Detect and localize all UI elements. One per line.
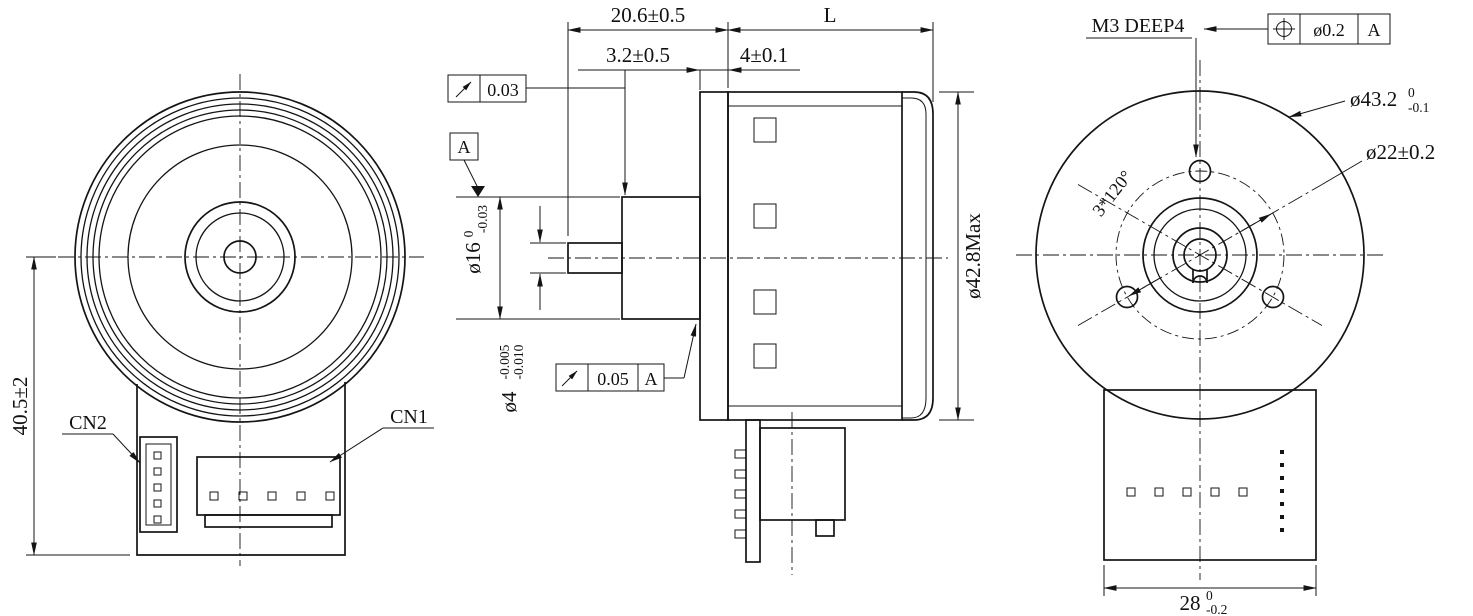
dim-boss-dia: ø16 0 -0.03 [456, 196, 620, 320]
bolt-circle [1115, 170, 1285, 340]
mounting-holes [1115, 159, 1285, 309]
cn2-callout: CN2 [62, 412, 141, 464]
dim-body-length: L [727, 3, 934, 33]
circular-runout-icon [561, 370, 578, 387]
cn2-connector [139, 436, 178, 533]
position-value: ø0.2 [1313, 20, 1345, 40]
cn1-callout: CN1 [329, 406, 434, 463]
boss-dia-label: ø16 [461, 242, 485, 274]
runout-front-value: 0.03 [487, 80, 519, 100]
rear-body-outline [1103, 389, 1317, 561]
dim-shaft-dia: ø4 -0.005 -0.010 [497, 206, 566, 413]
runout-frame-rear: 0.05 A [555, 323, 697, 392]
keyway-slot [1192, 269, 1208, 284]
circular-runout-icon [455, 81, 472, 98]
flange-thickness-label: 4±0.1 [740, 43, 788, 67]
position-tolerance-frame: ø0.2 A [1203, 13, 1391, 45]
datum-flag: A [449, 132, 485, 197]
front-body-outline [136, 382, 346, 556]
front-hub-circles [184, 201, 296, 313]
datum-label: A [458, 137, 471, 157]
rear-circles [1035, 90, 1365, 420]
width-upper-tol: 0 [1206, 588, 1213, 603]
bolt-circle-callout: ø22±0.2 [1128, 140, 1435, 297]
hole-pattern-label: 3*120° [1088, 167, 1136, 220]
true-position-icon [1273, 18, 1295, 40]
outer-dia-label: ø43.2 [1350, 87, 1397, 111]
rear-pcb-pads [1126, 450, 1284, 532]
boss-dia-lower-tol: -0.03 [475, 205, 490, 233]
dim-shaft-length: 20.6±0.5 [567, 3, 934, 236]
shaft-dia-upper-tol: -0.005 [497, 344, 512, 379]
runout-rear-value: 0.05 [597, 369, 629, 389]
boss-dia-upper-tol: 0 [461, 230, 476, 237]
boss-length-label: 3.2±0.5 [606, 43, 670, 67]
bolt-circle-label: ø22±0.2 [1366, 140, 1435, 164]
dim-boss-and-flange: 3.2±0.5 4±0.1 [578, 43, 800, 196]
dim-height: 40.5±2 [8, 256, 130, 556]
outer-dia-upper-tol: 0 [1408, 85, 1415, 100]
dim-body-width: 28 0 -0.2 [1103, 565, 1317, 616]
body-dia-label: ø42.8Max [961, 213, 985, 299]
outer-dia-callout: ø43.2 0 -0.1 [1288, 85, 1429, 118]
dim-body-dia: ø42.8Max [939, 91, 985, 421]
shaft-dia-label: ø4 [497, 391, 521, 413]
runout-frame-front: 0.03 [447, 74, 625, 103]
datum-triangle-icon [471, 186, 485, 197]
rear-view: M3 DEEP4 ø0.2 A ø43.2 0 -0.1 ø22±0.2 [1016, 13, 1435, 616]
runout-rear-datum: A [645, 369, 658, 389]
front-view: CN2 CN1 40.5±2 [8, 74, 434, 566]
thread-callout: M3 DEEP4 [1086, 15, 1199, 158]
side-view: 20.6±0.5 L 3.2±0.5 4±0.1 0.03 A [447, 3, 985, 575]
position-datum: A [1368, 20, 1381, 40]
cn1-label: CN1 [390, 406, 428, 428]
cn1-connector [196, 456, 341, 528]
shaft-length-label: 20.6±0.5 [611, 3, 686, 27]
motor-body-side [699, 91, 934, 421]
width-dim-label: 28 [1180, 591, 1201, 615]
shaft-dia-lower-tol: -0.010 [511, 344, 526, 379]
thread-label: M3 DEEP4 [1092, 15, 1185, 37]
front-centerlines [58, 74, 424, 566]
width-lower-tol: -0.2 [1206, 602, 1227, 616]
body-length-label: L [824, 3, 837, 27]
height-dim-label: 40.5±2 [8, 377, 32, 436]
rear-centerlines [1016, 60, 1384, 580]
side-connector [734, 419, 846, 563]
outer-dia-lower-tol: -0.1 [1408, 100, 1429, 115]
cn2-label: CN2 [69, 412, 107, 434]
rotor-rings [74, 91, 406, 423]
